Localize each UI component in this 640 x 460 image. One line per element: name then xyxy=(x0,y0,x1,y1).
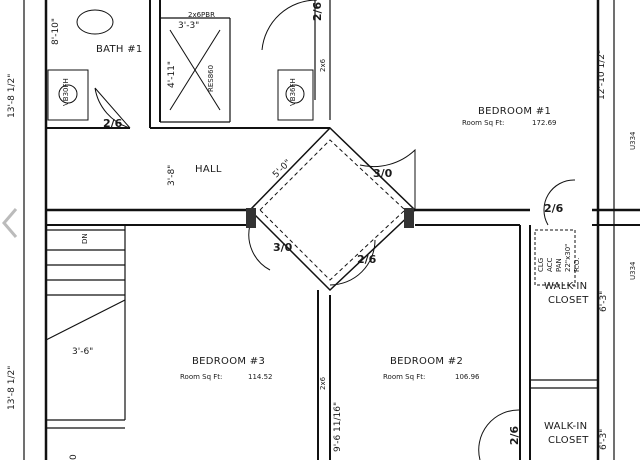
chevron-left-icon[interactable] xyxy=(0,205,22,241)
bedroom1-sqft-label: Room Sq Ft: xyxy=(462,119,505,127)
door-closet-top: 2/6 xyxy=(544,202,564,215)
closet-note-3: PAN xyxy=(555,258,563,272)
dim-stair: 3'-6" xyxy=(72,347,94,357)
walkin-bottom-line1: WALK-IN xyxy=(544,421,588,432)
shower-model-tag: RES860 xyxy=(207,64,215,92)
door-bath: 2/6 xyxy=(103,117,123,130)
plan-lines xyxy=(23,0,640,460)
door-closet-bottom: 2/6 xyxy=(508,425,522,446)
dim-right-mid: 6'-3" xyxy=(599,290,609,312)
dim-shower-height: 4'-11" xyxy=(167,60,177,88)
wall-tag-b: 2x6 xyxy=(319,376,327,390)
walkin-bottom-line2: CLOSET xyxy=(548,435,589,446)
dim-bath-width: 8'-10" xyxy=(51,17,61,45)
bedroom3-sqft: 114.52 xyxy=(248,373,273,381)
bath-label: BATH #1 xyxy=(96,44,143,55)
closet-note-1: CLG xyxy=(537,257,545,272)
door-bedroom1: 3/0 xyxy=(373,167,393,180)
bedroom2-sqft: 106.96 xyxy=(455,373,480,381)
bedroom2-sqft-label: Room Sq Ft: xyxy=(383,373,426,381)
bedroom3-label: BEDROOM #3 xyxy=(192,356,266,367)
vanity1-tag: VB30FH xyxy=(62,78,70,106)
dim-left-upper: 13'-8 1/2" xyxy=(7,73,17,118)
door-swings xyxy=(94,0,576,460)
dim-u334-bottom: U334 xyxy=(629,261,637,280)
stair-down-tag: DN xyxy=(81,233,89,244)
dim-shower-width: 3'-3" xyxy=(178,21,200,31)
closet-note-5: R.O. xyxy=(573,257,581,272)
shower-tag: 2x6PBR xyxy=(188,11,215,19)
bedroom1-sqft: 172.69 xyxy=(532,119,557,127)
closet-note-4: 22"x30" xyxy=(564,243,572,272)
dim-bedroom2-wall: 9'-6 11/16" xyxy=(333,401,343,452)
closet-note-2: ACC xyxy=(546,257,554,272)
door-bedroom3: 3/0 xyxy=(273,241,293,254)
bedroom2-label: BEDROOM #2 xyxy=(390,356,464,367)
wall-tag-a: 2x6 xyxy=(319,58,327,72)
bath-fixtures xyxy=(47,9,314,121)
bedroom3-sqft-label: Room Sq Ft: xyxy=(180,373,223,381)
bedroom1-label: BEDROOM #1 xyxy=(478,106,552,117)
dim-hall-width: 3'-8" xyxy=(167,164,177,186)
walkin-top-line2: CLOSET xyxy=(548,295,589,306)
closet-boxes xyxy=(534,229,576,286)
door-bath-top: 2/6 xyxy=(311,1,325,22)
hall-label: HALL xyxy=(195,164,222,175)
dim-u334-top: U334 xyxy=(629,131,637,150)
walkin-top-line1: WALK-IN xyxy=(544,281,588,292)
bottom-left-mark: 0 xyxy=(69,454,79,460)
dim-right-low: 6'-3" xyxy=(599,428,609,450)
dim-left-lower: 13'-8 1/2" xyxy=(7,365,17,410)
dim-right-upper: 12'-10 1/2" xyxy=(597,49,607,100)
door-bedroom2: 2/6 xyxy=(357,253,377,266)
door-jambs xyxy=(246,208,414,228)
vanity2-tag: VB36FH xyxy=(289,78,297,106)
